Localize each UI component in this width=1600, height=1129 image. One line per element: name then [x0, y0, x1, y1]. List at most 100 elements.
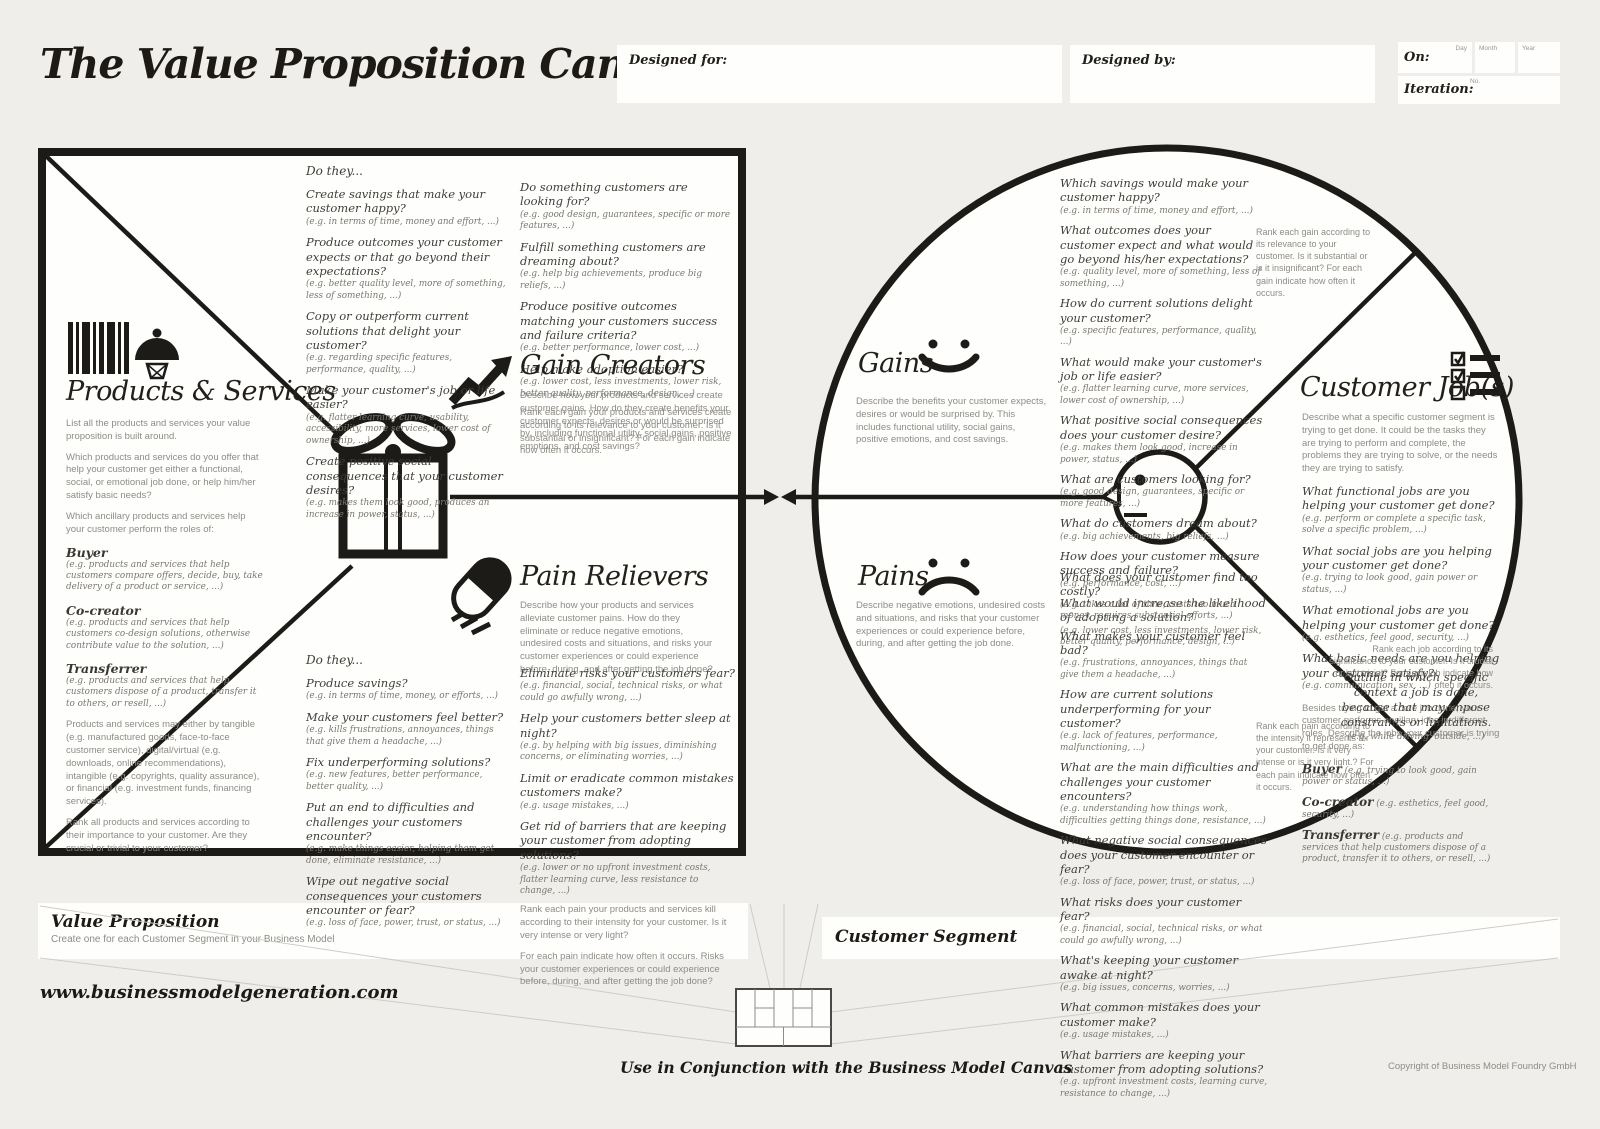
role-name: Transferrer [66, 661, 147, 677]
designed-for-label: Designed for: [629, 53, 728, 68]
question-text: Eliminate risks your customers fear? [520, 666, 735, 680]
question-item: Eliminate risks your customers fear? (e.… [520, 666, 735, 704]
context-note-example: (e.g. while driving, outside, ...) [1347, 731, 1485, 742]
question-text: What positive social consequences does y… [1060, 413, 1263, 442]
customer-jobs-context-note: Outline in which specific context a job … [1340, 670, 1492, 742]
question-example: (e.g. makes them look good, increase in … [1060, 443, 1238, 465]
customer-jobs-description: Describe what a specific customer segmen… [1302, 412, 1498, 475]
question-text: Copy or outperform current solutions tha… [306, 309, 469, 352]
pains-description: Describe negative emotions, undesired co… [856, 600, 1046, 650]
question-example: (e.g. specific features, performance, qu… [1060, 325, 1257, 348]
exchange-arrows-icon [764, 489, 796, 505]
role-item: Buyer (e.g. products and services that h… [66, 545, 266, 594]
question-text: Do something customers are looking for? [520, 180, 688, 209]
question-item: What social jobs are you helping your cu… [1302, 544, 1502, 597]
designed-by-field[interactable]: Designed by: [1070, 45, 1375, 103]
question-example: (e.g. frustrations, annoyances, things t… [1060, 658, 1248, 680]
question-item: What would increase the likelihood of ad… [1060, 596, 1268, 649]
role-name: Transferrer [1302, 827, 1380, 842]
question-item: Fix underperforming solutions? (e.g. new… [306, 755, 511, 793]
question-item: Put an end to difficulties and challenge… [306, 800, 511, 867]
question-item: Produce savings? (e.g. in terms of time,… [306, 676, 511, 703]
question-list: Produce savings? (e.g. in terms of time,… [306, 676, 511, 930]
question-item: What are the main difficulties and chall… [1060, 760, 1268, 827]
question-item: What barriers are keeping your customer … [1060, 1048, 1268, 1101]
question-text: Help your customers better sleep at nigh… [520, 711, 731, 740]
iteration-field[interactable]: Iteration: No. [1398, 76, 1560, 104]
question-text: What risks does your customer fear? [1060, 894, 1242, 924]
question-item: How are current solutions underperformin… [1060, 687, 1268, 754]
role-example: (e.g. products and services that help cu… [66, 676, 257, 709]
question-item: Make your customers feel better? (e.g. k… [306, 710, 511, 748]
question-text: What's keeping your customer awake at ni… [1060, 953, 1238, 982]
pain-relievers-rank-notes: Rank each pain your products and service… [520, 904, 735, 989]
on-day-field[interactable]: On: Day [1398, 42, 1472, 73]
gains-question-column: Which savings would make your customer h… [1060, 176, 1268, 655]
customer-jobs-text: Describe what a specific customer segmen… [1302, 412, 1502, 872]
question-example: (e.g. flatter learning curve, more servi… [1060, 384, 1249, 406]
website-link[interactable]: www.businessmodelgeneration.com [40, 982, 399, 1003]
question-item: What basic needs are you helping your cu… [1302, 651, 1502, 692]
question-item: What common mistakes does your customer … [1060, 1000, 1268, 1041]
question-text: How do current solutions delight your cu… [1060, 296, 1253, 325]
customer-jobs-ancillary-intro: Besides trying to get a core job done, y… [1302, 702, 1500, 753]
question-example: (e.g. lack of features, performance, mal… [1060, 731, 1218, 753]
question-example: (e.g. in terms of time, money, or effort… [306, 691, 498, 702]
year-field[interactable]: Year [1518, 42, 1560, 73]
question-example: (e.g. kills frustrations, annoyances, th… [306, 725, 494, 747]
question-example: (e.g. flatter learning curve, usability,… [306, 412, 491, 446]
role-item: Co-creator (e.g. esthetics, feel good, s… [1302, 795, 1502, 822]
question-example: (e.g. better quality level, more of some… [306, 279, 506, 301]
pain-relievers-description: Describe how your products and services … [520, 600, 713, 676]
section-paragraph: Rank all products and services according… [66, 816, 250, 854]
designed-for-field[interactable]: Designed for: [617, 45, 1062, 103]
question-example: (e.g. good design, guarantees, specific … [1060, 487, 1245, 509]
year-label: Year [1522, 45, 1536, 52]
question-text: What emotional jobs are you helping your… [1302, 603, 1495, 632]
question-example: (e.g. loss of face, power, trust, or sta… [1060, 877, 1255, 888]
gain-creators-description: Describe how your products and services … [520, 390, 732, 453]
question-text: What common mistakes does your customer … [1060, 1000, 1260, 1029]
question-example: (e.g. performance, cost, ...) [1060, 578, 1182, 589]
question-example: (e.g. makes them look good, produces an … [306, 498, 490, 520]
question-example: (e.g. make things easier, helping them g… [306, 844, 495, 866]
question-item: Copy or outperform current solutions tha… [306, 309, 508, 376]
rank-note: For each pain indicate how often it occu… [520, 950, 724, 988]
question-text: What are the main difficulties and chall… [1060, 760, 1259, 803]
iteration-label: Iteration: [1404, 82, 1474, 97]
role-name: Buyer [1302, 761, 1342, 776]
question-list: What does your customer find too costly?… [1060, 570, 1268, 1100]
question-item: What outcomes does your customer expect … [1060, 223, 1268, 290]
question-text: Make your customer's job or life easier? [306, 383, 496, 412]
question-example: (e.g. better performance, lower cost, ..… [520, 343, 700, 354]
question-item: Do something customers are looking for? … [520, 180, 732, 233]
gain-creators-rank-note: Rank each gain your products and service… [520, 406, 732, 457]
question-example: (e.g. usage mistakes, ...) [1060, 1030, 1169, 1041]
question-example: (e.g. esthetics, feel good, security, ..… [1302, 633, 1469, 643]
question-example: (e.g. quality level, more of something, … [1060, 267, 1261, 289]
question-example: (e.g. trying to look good, gain power or… [1302, 573, 1478, 595]
question-example: (e.g. upfront investment costs, learning… [1060, 1077, 1268, 1099]
question-item: What emotional jobs are you helping your… [1302, 603, 1502, 644]
month-field[interactable]: Month [1475, 42, 1515, 73]
question-text: What functional jobs are you helping you… [1302, 484, 1495, 513]
question-example: (e.g. financial, social, technical risks… [520, 681, 723, 703]
page-title: The Value Proposition Canvas [40, 40, 697, 88]
question-item: Get rid of barriers that are keeping you… [520, 819, 735, 897]
gains-rank-note: Rank each gain according to its relevanc… [1256, 227, 1371, 298]
frowny-icon [918, 558, 980, 596]
question-item: Produce positive outcomes matching your … [520, 299, 732, 355]
question-text: What would make your customer's job or l… [1060, 354, 1262, 384]
question-text: Put an end to difficulties and challenge… [306, 800, 475, 843]
products-services-text: List all the products and services your … [66, 418, 266, 863]
products-services-roles-list: Buyer (e.g. products and services that h… [66, 545, 266, 711]
role-example: (e.g. products and services that help cu… [66, 559, 263, 593]
footer-note: Use in Conjunction with the Business Mod… [620, 1058, 1073, 1077]
question-item: What positive social consequences does y… [1060, 413, 1268, 466]
question-item: Help make adoption easier? (e.g. lower c… [520, 362, 732, 400]
question-text: Help make adoption easier? [520, 361, 684, 376]
question-item: Which savings would make your customer h… [1060, 176, 1268, 217]
pain-relievers-title: Pain Relievers [520, 561, 709, 592]
question-item: What would make your customer's job or l… [1060, 355, 1268, 408]
question-example: (e.g. understanding how things work, dif… [1060, 804, 1266, 826]
